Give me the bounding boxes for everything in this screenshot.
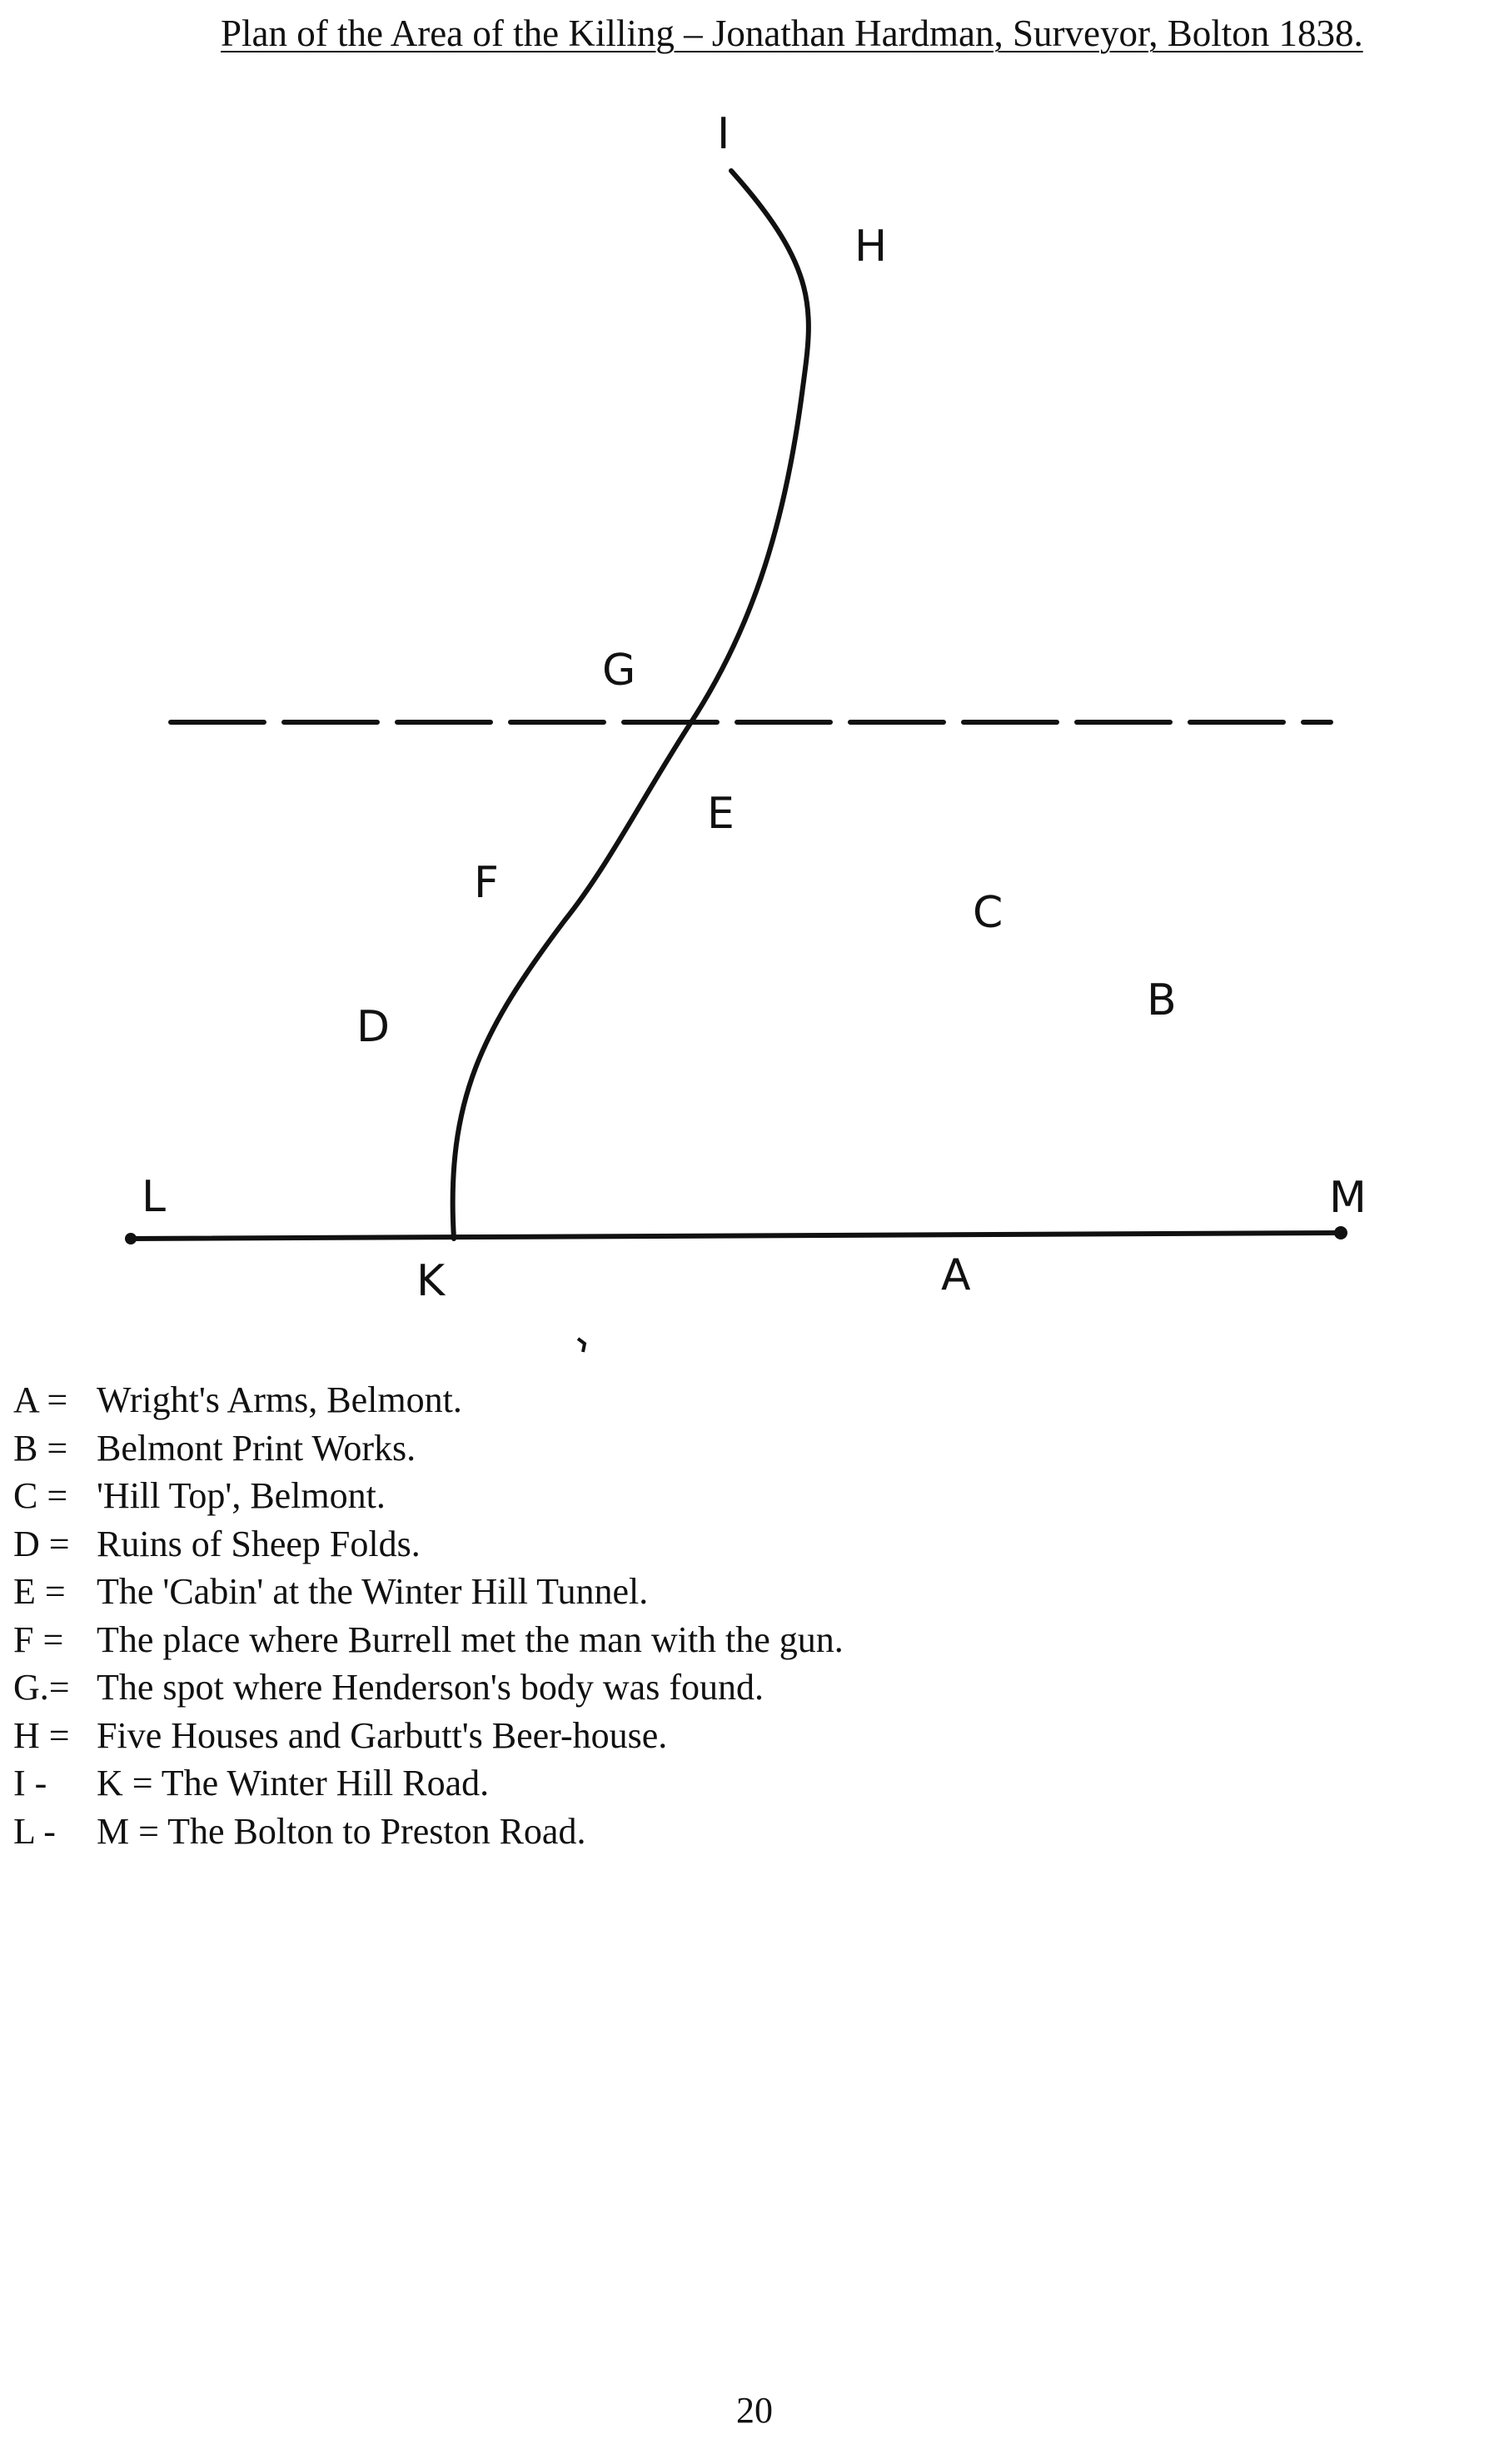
legend-item: H = Five Houses and Garbutt's Beer-house. bbox=[13, 1712, 844, 1760]
label-h: H bbox=[854, 222, 887, 272]
label-l: L bbox=[142, 1172, 166, 1222]
road-m-end-dot bbox=[1334, 1226, 1347, 1239]
legend: A = Wright's Arms, Belmont. B = Belmont Pr… bbox=[13, 1376, 844, 1855]
label-e: E bbox=[707, 789, 735, 839]
label-c: C bbox=[973, 888, 1003, 938]
legend-code: A = bbox=[13, 1379, 68, 1420]
legend-item: G.= The spot where Henderson's body was f… bbox=[13, 1663, 844, 1712]
legend-text: Belmont Print Works. bbox=[97, 1427, 416, 1469]
legend-code: L - bbox=[13, 1810, 56, 1852]
legend-item: C = 'Hill Top', Belmont. bbox=[13, 1472, 844, 1520]
label-i: I bbox=[717, 109, 730, 159]
label-b: B bbox=[1147, 975, 1177, 1025]
road-i-k bbox=[450, 168, 811, 1241]
legend-code: H = bbox=[13, 1714, 70, 1756]
label-d: D bbox=[356, 1002, 390, 1052]
legend-text: 'Hill Top', Belmont. bbox=[97, 1475, 386, 1516]
legend-text: M = The Bolton to Preston Road. bbox=[97, 1810, 586, 1852]
legend-code: B = bbox=[13, 1427, 68, 1469]
legend-text: Five Houses and Garbutt's Beer-house. bbox=[97, 1714, 668, 1756]
legend-text: Wright's Arms, Belmont. bbox=[97, 1379, 462, 1420]
legend-code: F = bbox=[13, 1619, 64, 1660]
legend-code: I - bbox=[13, 1763, 47, 1803]
legend-code: C = bbox=[13, 1475, 68, 1516]
page-title: Plan of the Area of the Killing – Jonath… bbox=[221, 12, 1363, 54]
road-l-m bbox=[127, 1230, 1345, 1241]
survey-plan: I H G E F C D B L M K A bbox=[125, 109, 1367, 1353]
legend-code: E = bbox=[13, 1571, 66, 1612]
label-g: G bbox=[602, 646, 635, 696]
legend-text: The spot where Henderson's body was foun… bbox=[97, 1667, 764, 1708]
legend-item: I - K = The Winter Hill Road. bbox=[13, 1759, 844, 1808]
legend-text: The place where Burrell met the man with… bbox=[97, 1619, 844, 1660]
label-f: F bbox=[474, 858, 499, 908]
legend-code: D = bbox=[13, 1523, 70, 1564]
stray-mark bbox=[576, 1337, 587, 1353]
road-l-end-dot bbox=[125, 1233, 137, 1244]
legend-item: A = Wright's Arms, Belmont. bbox=[13, 1376, 844, 1424]
legend-item: E = The 'Cabin' at the Winter Hill Tunnel… bbox=[13, 1568, 844, 1616]
legend-item: F = The place where Burrell met the man w… bbox=[13, 1616, 844, 1664]
legend-text: Ruins of Sheep Folds. bbox=[97, 1523, 421, 1564]
legend-code: G.= bbox=[13, 1667, 70, 1708]
legend-item: B = Belmont Print Works. bbox=[13, 1424, 844, 1473]
label-a: A bbox=[941, 1250, 971, 1300]
label-m: M bbox=[1329, 1173, 1367, 1223]
page-number: 20 bbox=[736, 2390, 773, 2431]
legend-item: L - M = The Bolton to Preston Road. bbox=[13, 1808, 844, 1856]
legend-text: K = The Winter Hill Road. bbox=[97, 1763, 490, 1803]
legend-item: D = Ruins of Sheep Folds. bbox=[13, 1520, 844, 1569]
legend-text: The 'Cabin' at the Winter Hill Tunnel. bbox=[97, 1571, 649, 1612]
label-k: K bbox=[416, 1256, 446, 1306]
